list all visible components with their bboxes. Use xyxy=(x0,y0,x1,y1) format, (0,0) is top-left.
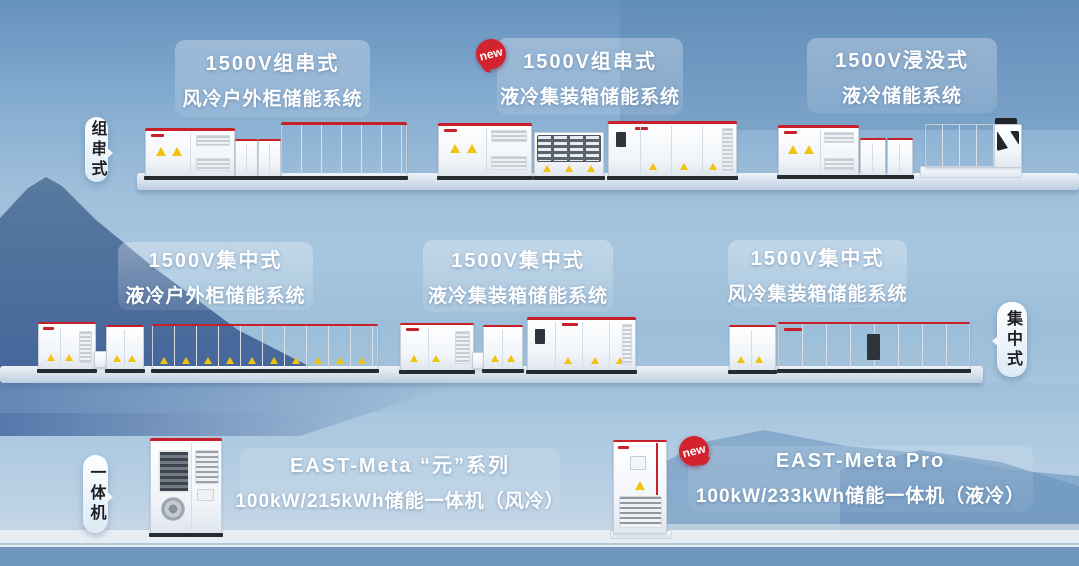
label-card-central-cabinet: 1500V集中式 液冷户外柜储能系统 xyxy=(118,242,313,310)
product-title-line2: 液冷户外柜储能系统 xyxy=(125,286,306,307)
product-title-line1: 1500V集中式 xyxy=(148,250,283,272)
category-pill-label: 集中式 xyxy=(1004,309,1021,370)
product-title-line2: 100kW/215kWh储能一体机（风冷） xyxy=(235,490,565,512)
category-pill-centralized: 集中式 xyxy=(992,302,1027,377)
product-title-line1: EAST-Meta “元”系列 xyxy=(289,454,511,477)
pill-pointer-icon xyxy=(985,333,1000,348)
product-string-liquidcooled-container-system xyxy=(437,118,738,180)
label-card-central-liquid-container: 1500V集中式 液冷集装箱储能系统 xyxy=(423,240,613,312)
product-title-line1: 1500V集中式 xyxy=(750,247,885,270)
product-title-line2: 风冷户外柜储能系统 xyxy=(182,88,363,110)
product-title-line2: 100kW/233kWh储能一体机（液冷） xyxy=(695,486,1026,507)
label-card-meta-pro: EAST-Meta Pro 100kW/233kWh储能一体机（液冷） xyxy=(688,446,1033,512)
category-pill-string: 组串式 xyxy=(85,117,113,182)
pill-pointer-icon xyxy=(105,146,120,161)
label-card-central-air-container: 1500V集中式 风冷集装箱储能系统 xyxy=(728,240,907,307)
label-card-string-liquidcooled: 1500V组串式 液冷集装箱储能系统 xyxy=(497,38,683,115)
product-meta-pro-cabinet xyxy=(610,440,672,539)
product-title-line1: 1500V组串式 xyxy=(205,52,340,75)
label-card-string-aircooled: 1500V组串式 风冷户外柜储能系统 xyxy=(175,40,370,117)
product-central-liquidcooled-cabinet-system xyxy=(37,320,379,373)
pill-pointer-icon xyxy=(105,490,120,505)
product-meta-yuan-cabinet xyxy=(149,438,223,537)
product-title-line1: 1500V组串式 xyxy=(523,50,657,73)
product-title-line2: 液冷集装箱储能系统 xyxy=(499,86,680,108)
product-central-aircooled-container-system xyxy=(728,320,971,374)
product-title-line2: 风冷集装箱储能系统 xyxy=(727,283,908,305)
product-title-line1: 1500V集中式 xyxy=(451,250,585,272)
product-title-line2: 液冷集装箱储能系统 xyxy=(427,286,608,307)
product-title-line1: EAST-Meta Pro xyxy=(775,450,946,472)
product-immersed-liquidcooled-system xyxy=(777,116,1022,180)
product-central-liquidcooled-container-system xyxy=(399,316,637,374)
category-pill-allinone: 一体机 xyxy=(83,455,113,533)
product-title-line2: 液冷储能系统 xyxy=(841,85,962,107)
label-card-meta-yuan: EAST-Meta “元”系列 100kW/215kWh储能一体机（风冷） xyxy=(235,448,564,513)
category-pill-label: 一体机 xyxy=(87,464,105,524)
label-card-immersed: 1500V浸没式 液冷储能系统 xyxy=(807,38,997,113)
product-title-line1: 1500V浸没式 xyxy=(835,49,969,72)
category-pill-label: 组串式 xyxy=(88,119,106,180)
product-string-aircooled-cabinet-system xyxy=(144,120,408,180)
